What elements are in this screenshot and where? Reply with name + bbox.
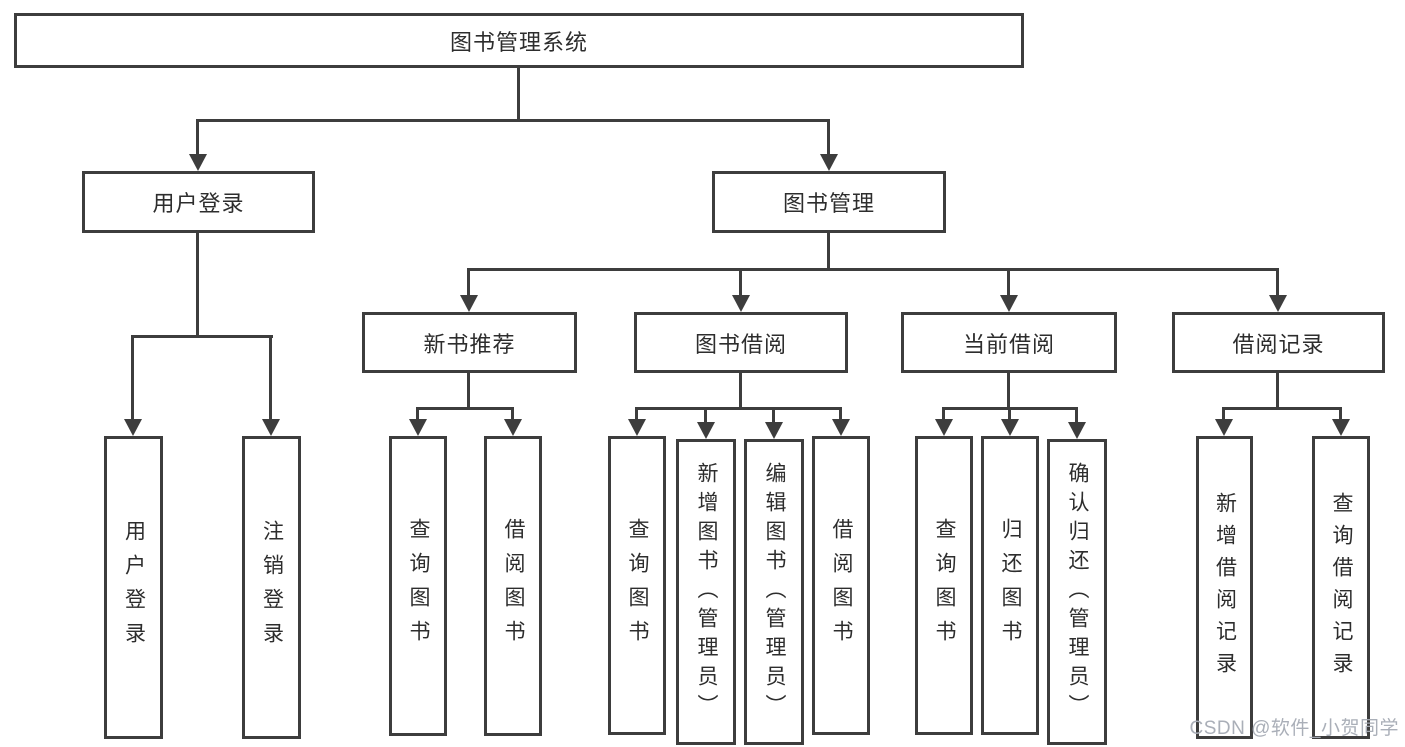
arrow-down-icon <box>409 419 427 436</box>
leaf-query-book-recommend: 查询图书 <box>389 436 447 736</box>
connector-line <box>1339 407 1342 420</box>
node-label: 用户登录 <box>152 191 245 216</box>
leaf-logout: 注销登录 <box>242 436 301 739</box>
arrow-down-icon <box>1001 419 1019 436</box>
connector-line <box>196 233 199 335</box>
node-current-borrow: 当前借阅 <box>901 312 1117 373</box>
arrow-down-icon <box>765 422 783 439</box>
connector-line <box>133 335 273 338</box>
connector-line <box>1224 407 1341 410</box>
connector-line <box>739 373 742 407</box>
connector-line <box>739 268 742 296</box>
node-label: 编辑图书（管理员） <box>763 461 786 723</box>
connector-line <box>827 233 830 268</box>
node-label: 归还图书 <box>999 517 1022 654</box>
connector-line <box>416 407 419 420</box>
connector-line <box>196 119 199 156</box>
connector-line <box>1075 407 1078 423</box>
arrow-down-icon <box>262 419 280 436</box>
node-label: 查询图书 <box>626 517 649 654</box>
connector-line <box>269 335 272 420</box>
node-label: 图书管理系统 <box>449 29 588 55</box>
node-label: 借阅图书 <box>830 517 853 654</box>
connector-line <box>1222 407 1225 420</box>
connector-line <box>468 268 1279 271</box>
leaf-add-book-admin: 新增图书（管理员） <box>676 439 736 745</box>
arrow-down-icon <box>832 419 850 436</box>
leaf-edit-book-admin: 编辑图书（管理员） <box>744 439 804 745</box>
leaf-query-book-current: 查询图书 <box>915 436 973 735</box>
node-label: 查询图书 <box>933 517 956 654</box>
node-label: 新增图书（管理员） <box>695 461 718 723</box>
node-label: 确认归还（管理员） <box>1066 461 1089 723</box>
leaf-confirm-return-admin: 确认归还（管理员） <box>1047 439 1107 745</box>
connector-line <box>1276 373 1279 407</box>
connector-line <box>418 407 514 410</box>
arrow-down-icon <box>1332 419 1350 436</box>
leaf-query-book-borrow: 查询图书 <box>608 436 666 735</box>
connector-line <box>827 119 830 156</box>
arrow-down-icon <box>1068 422 1086 439</box>
node-label: 借阅图书 <box>502 518 525 654</box>
arrow-down-icon <box>1000 295 1018 312</box>
node-new-book-recommend: 新书推荐 <box>362 312 577 373</box>
connector-line <box>197 119 830 122</box>
node-label: 借阅记录 <box>1232 331 1325 357</box>
node-label: 注销登录 <box>260 519 284 656</box>
connector-line <box>1007 268 1010 296</box>
leaf-add-borrow-record: 新增借阅记录 <box>1196 436 1253 739</box>
leaf-borrow-book-recommend: 借阅图书 <box>484 436 542 736</box>
node-user-login: 用户登录 <box>82 171 315 233</box>
node-book-management: 图书管理 <box>712 171 946 233</box>
arrow-down-icon <box>820 154 838 171</box>
arrow-down-icon <box>935 419 953 436</box>
node-label: 查询借阅记录 <box>1330 491 1353 684</box>
node-label: 新书推荐 <box>423 331 516 357</box>
connector-line <box>1008 407 1011 420</box>
arrow-down-icon <box>732 295 750 312</box>
connector-line <box>467 373 470 407</box>
node-label: 当前借阅 <box>962 331 1055 357</box>
csdn-watermark: CSDN @软件_小贺同学 <box>1189 718 1399 739</box>
connector-line <box>772 407 775 423</box>
arrow-down-icon <box>1215 419 1233 436</box>
node-label: 用户登录 <box>122 519 146 656</box>
leaf-borrow-book: 借阅图书 <box>812 436 870 735</box>
connector-line <box>942 407 945 420</box>
node-book-borrow: 图书借阅 <box>634 312 848 373</box>
node-label: 查询图书 <box>407 518 430 654</box>
arrow-down-icon <box>460 295 478 312</box>
connector-line <box>635 407 638 420</box>
node-borrow-records: 借阅记录 <box>1172 312 1385 373</box>
connector-line <box>839 407 842 420</box>
node-label: 新增借阅记录 <box>1213 491 1237 684</box>
connector-line <box>517 68 520 119</box>
connector-line <box>131 335 134 420</box>
leaf-query-borrow-record: 查询借阅记录 <box>1312 436 1370 739</box>
arrow-down-icon <box>1269 295 1287 312</box>
connector-line <box>637 407 842 410</box>
leaf-user-login: 用户登录 <box>104 436 163 739</box>
arrow-down-icon <box>189 154 207 171</box>
connector-line <box>1276 268 1279 296</box>
node-label: 图书借阅 <box>694 331 787 357</box>
connector-line <box>511 407 514 420</box>
connector-line <box>1007 373 1010 407</box>
node-label: 图书管理 <box>782 191 875 216</box>
arrow-down-icon <box>628 419 646 436</box>
node-library-management-system: 图书管理系统 <box>14 13 1024 68</box>
connector-line <box>704 407 707 423</box>
connector-line <box>467 268 470 296</box>
arrow-down-icon <box>124 419 142 436</box>
leaf-return-book: 归还图书 <box>981 436 1039 735</box>
arrow-down-icon <box>504 419 522 436</box>
arrow-down-icon <box>697 422 715 439</box>
